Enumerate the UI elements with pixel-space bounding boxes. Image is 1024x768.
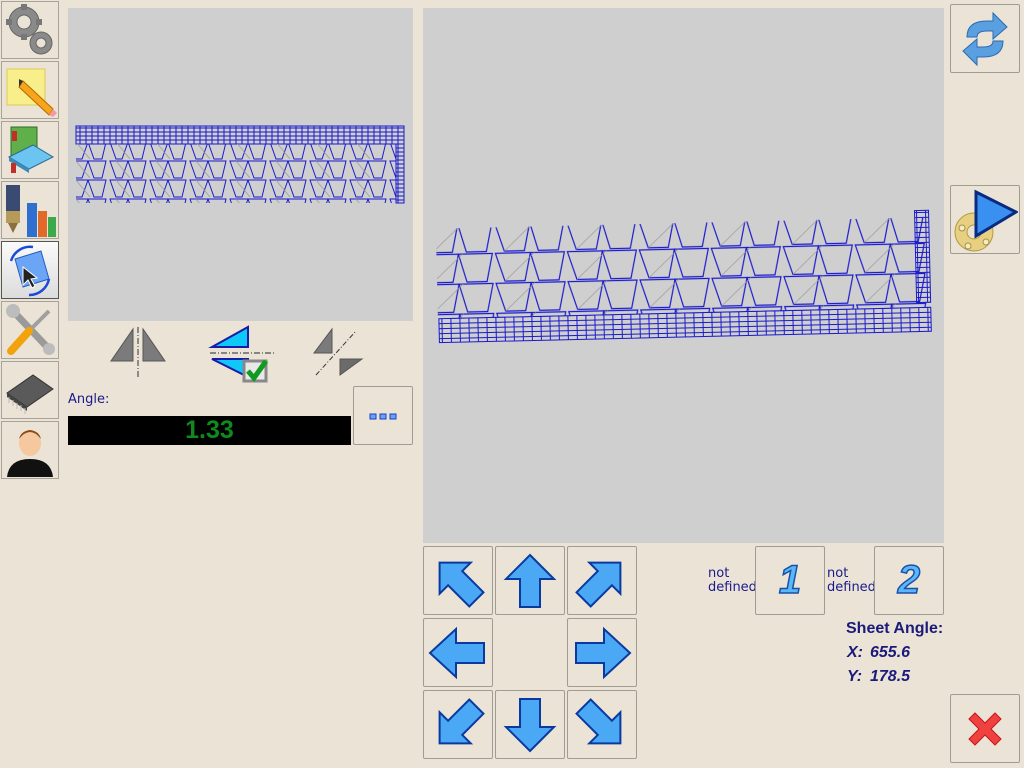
move-up-right-button[interactable] bbox=[567, 546, 637, 615]
sheet-angle-title: Sheet Angle: bbox=[846, 620, 944, 637]
sidebar-item-settings[interactable] bbox=[1, 1, 59, 59]
move-down-left-button[interactable] bbox=[423, 690, 493, 759]
sheet-x-label: X: bbox=[847, 644, 863, 661]
arrow-down-right-icon bbox=[575, 697, 622, 744]
books-icon bbox=[7, 126, 55, 173]
angle-value-display[interactable]: 1.33 bbox=[68, 416, 351, 445]
nesting-preview-small bbox=[75, 125, 405, 204]
sheet-y-label: Y: bbox=[847, 668, 863, 685]
refresh-button[interactable] bbox=[950, 4, 1020, 73]
arrow-down-left-icon bbox=[438, 697, 485, 744]
nesting-preview-main bbox=[435, 209, 932, 344]
mirror-vertical-icon bbox=[110, 327, 166, 379]
sidebar-item-service[interactable] bbox=[1, 301, 59, 359]
reference-point-1-button[interactable]: 1 bbox=[755, 546, 825, 615]
reference-point-2-button[interactable]: 2 bbox=[874, 546, 944, 615]
reference-point-2-number: 2 bbox=[897, 557, 921, 603]
angle-value: 1.33 bbox=[185, 416, 234, 444]
mirror-vertical-button[interactable] bbox=[105, 325, 171, 381]
tool-chart-icon bbox=[6, 185, 56, 237]
arrow-up-icon bbox=[503, 553, 557, 608]
arrow-up-left-icon bbox=[438, 561, 485, 608]
cancel-button[interactable] bbox=[950, 694, 1020, 763]
sheet-y-value: 178.5 bbox=[870, 668, 911, 685]
angle-label: Angle: bbox=[68, 392, 110, 407]
move-left-button[interactable] bbox=[423, 618, 493, 687]
angle-more-button[interactable] bbox=[353, 386, 413, 445]
wrench-screwdriver-icon bbox=[6, 304, 55, 355]
move-up-left-button[interactable] bbox=[423, 546, 493, 615]
chip-icon bbox=[6, 374, 54, 414]
reference-point-2-status: not defined bbox=[827, 566, 876, 595]
move-right-button[interactable] bbox=[567, 618, 637, 687]
move-down-right-button[interactable] bbox=[567, 690, 637, 759]
sidebar-item-tools-statistics[interactable] bbox=[1, 181, 59, 239]
mirror-diagonal-icon bbox=[313, 327, 364, 376]
sidebar-item-notes[interactable] bbox=[1, 61, 59, 119]
move-up-button[interactable] bbox=[495, 546, 565, 615]
arrow-down-icon bbox=[503, 697, 557, 752]
ellipsis-icon bbox=[369, 413, 397, 419]
close-icon bbox=[968, 711, 1002, 746]
reference-point-1-status: not defined bbox=[708, 566, 757, 595]
start-button[interactable] bbox=[950, 185, 1020, 254]
reference-point-1-number: 1 bbox=[778, 557, 802, 603]
arrow-left-icon bbox=[428, 626, 485, 679]
arrow-up-right-icon bbox=[575, 561, 622, 608]
sidebar-item-library[interactable] bbox=[1, 121, 59, 179]
rotate-sheet-icon bbox=[9, 245, 51, 297]
mirror-horizontal-checked-icon bbox=[208, 325, 274, 383]
sheet-x-value: 655.6 bbox=[870, 644, 911, 661]
sidebar-item-sheet-alignment[interactable] bbox=[1, 241, 59, 299]
arrow-right-icon bbox=[575, 626, 632, 679]
refresh-icon bbox=[962, 11, 1008, 66]
move-down-button[interactable] bbox=[495, 690, 565, 759]
user-icon bbox=[7, 430, 53, 477]
mirror-diagonal-button[interactable] bbox=[310, 325, 366, 381]
play-disc-icon bbox=[954, 189, 1018, 251]
sheet-preview-main[interactable] bbox=[423, 8, 944, 543]
gears-icon bbox=[6, 4, 53, 55]
sidebar-item-hardware[interactable] bbox=[1, 361, 59, 419]
mirror-horizontal-button[interactable] bbox=[208, 325, 274, 385]
note-pencil-icon bbox=[6, 68, 57, 117]
sidebar-item-user[interactable] bbox=[1, 421, 59, 479]
sheet-preview-small[interactable] bbox=[68, 8, 413, 321]
